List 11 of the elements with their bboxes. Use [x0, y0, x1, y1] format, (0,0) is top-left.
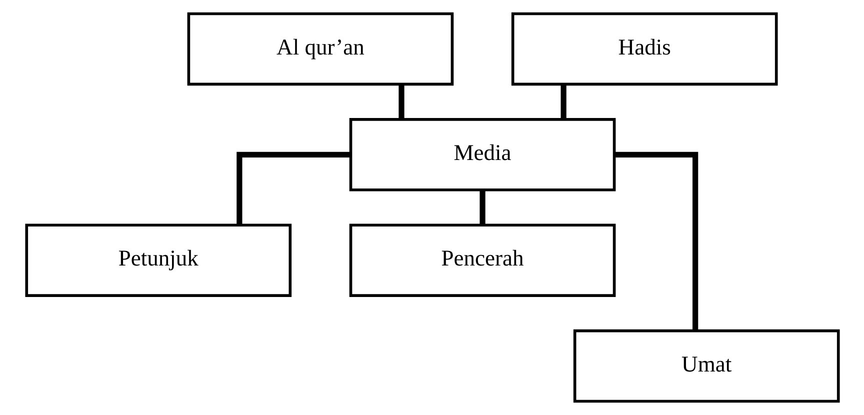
connector — [614, 152, 698, 331]
node-box: Petunjuk — [24, 224, 292, 297]
node-box: Media — [348, 118, 616, 192]
connector — [236, 152, 350, 225]
node-box: Pencerah — [348, 224, 616, 297]
connector — [398, 84, 404, 120]
connector — [560, 84, 566, 120]
node-box: Al qur’an — [186, 12, 454, 86]
node-box: Hadis — [510, 12, 778, 86]
node-box: Umat — [572, 329, 840, 403]
connector — [479, 190, 485, 225]
